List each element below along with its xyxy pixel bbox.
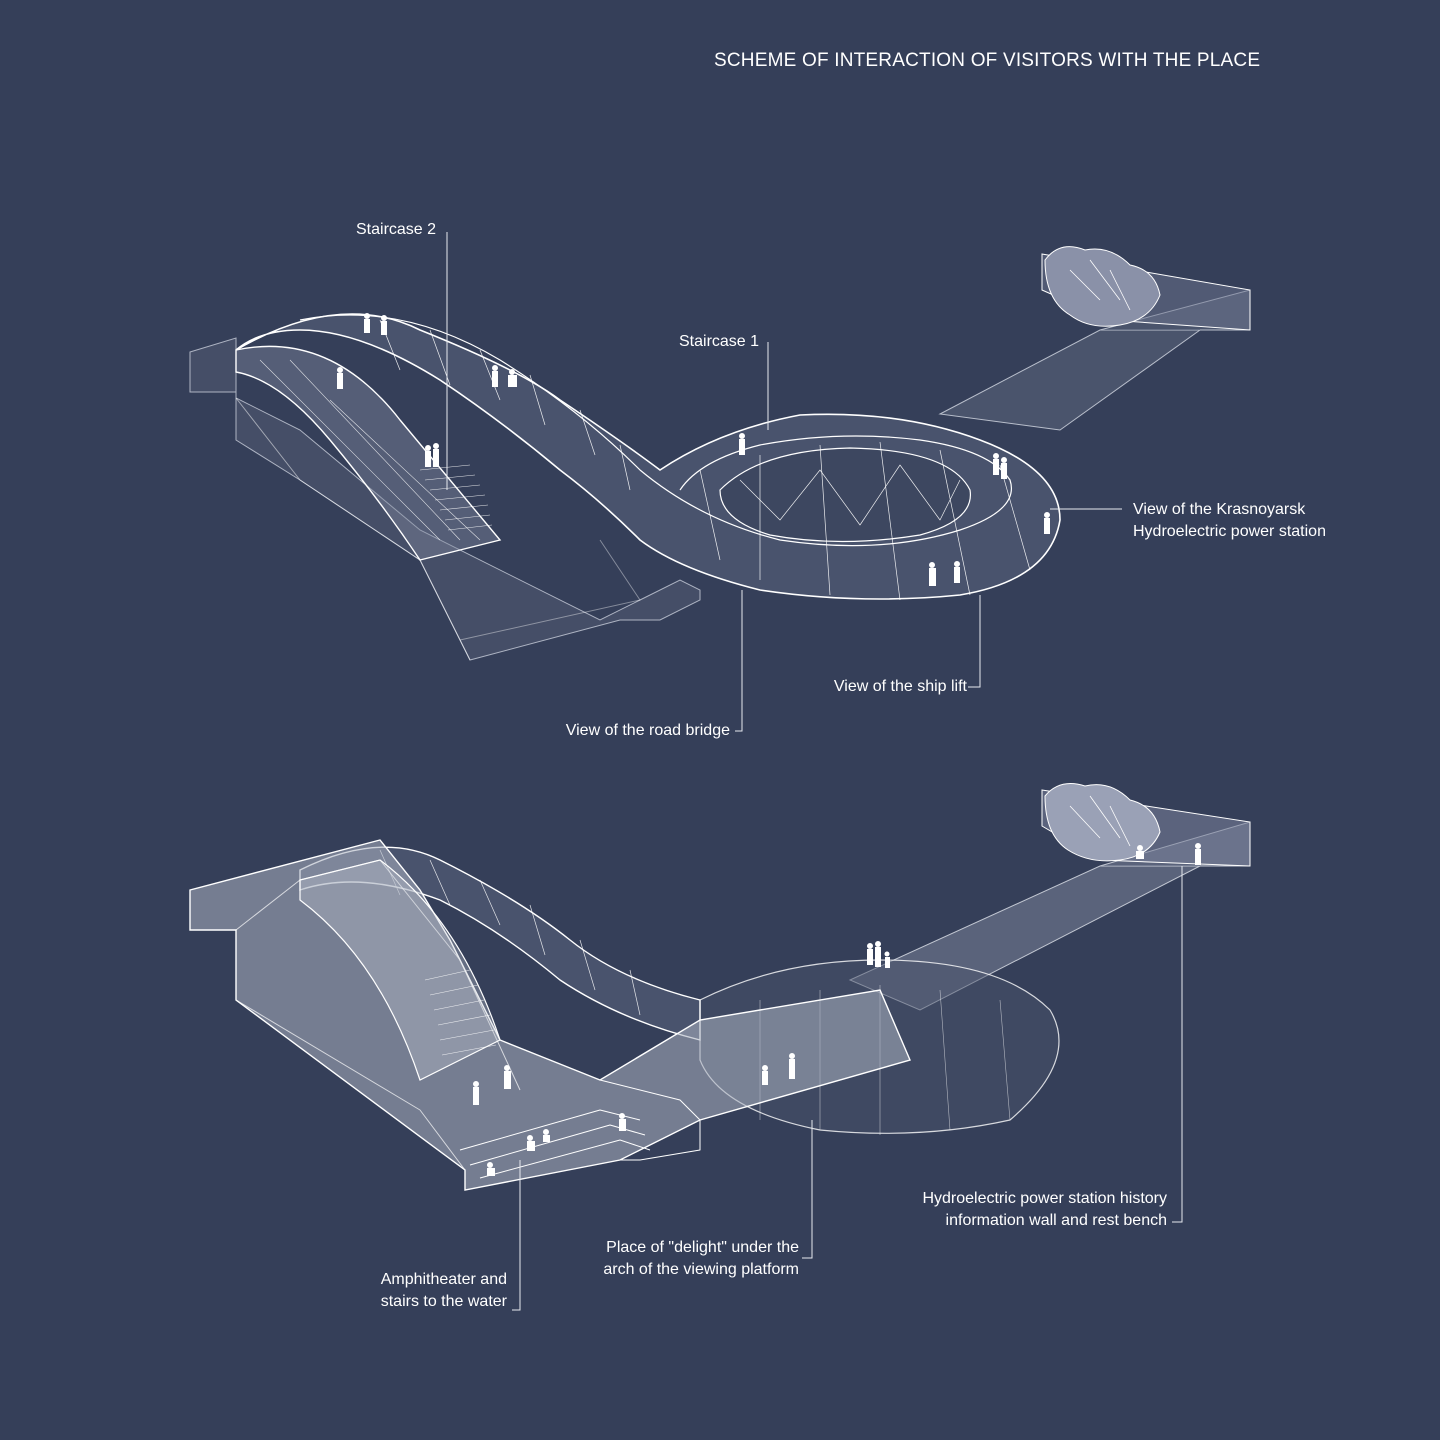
top-terrain-mass: [189, 337, 701, 661]
label-amphitheater-line-2: stairs to the water: [380, 1293, 507, 1310]
label-amphitheater-line-1: Amphitheater and: [380, 1271, 507, 1288]
top-staircase-2: [235, 345, 502, 561]
top-visitors: [337, 313, 1050, 586]
bottom-structure-drawing: [189, 783, 1251, 1191]
label-view-ship-lift: View of the ship lift: [833, 678, 967, 695]
label-history-wall-line-1: Hydroelectric power station history: [922, 1190, 1167, 1207]
leader-lines: [446, 232, 1183, 1311]
bottom-staircase: [299, 859, 501, 1081]
label-staircase-1: Staircase 1: [679, 333, 760, 350]
top-ring-opening: [719, 447, 971, 543]
bottom-rock: [1044, 783, 1161, 862]
label-view-krasnoyarsk-line-2: Hydroelectric power station: [1133, 523, 1326, 540]
bottom-platform-mass: [189, 839, 911, 1191]
label-delight-place: Place of "delight" under the arch of the…: [603, 1237, 799, 1281]
label-view-krasnoyarsk-line-1: View of the Krasnoyarsk: [1133, 501, 1306, 518]
label-view-road-bridge: View of the road bridge: [565, 722, 730, 739]
amphitheater-steps: [459, 1109, 651, 1179]
label-delight-place-line-2: arch of the viewing platform: [603, 1261, 799, 1278]
label-amphitheater: Amphitheater and stairs to the water: [381, 1269, 507, 1313]
bottom-visitors: [473, 843, 1201, 1176]
top-structure-drawing: [189, 246, 1251, 661]
label-view-krasnoyarsk: View of the Krasnoyarsk Hydroelectric po…: [1133, 499, 1326, 543]
label-history-wall: Hydroelectric power station history info…: [922, 1188, 1167, 1232]
top-walkway: [938, 329, 1202, 431]
label-history-wall-line-2: information wall and rest bench: [945, 1212, 1167, 1229]
diagram-title: SCHEME OF INTERACTION OF VISITORS WITH T…: [714, 50, 1261, 71]
label-delight-place-line-1: Place of "delight" under the: [606, 1239, 799, 1256]
label-staircase-2: Staircase 2: [356, 221, 437, 238]
top-rock: [1044, 246, 1161, 327]
